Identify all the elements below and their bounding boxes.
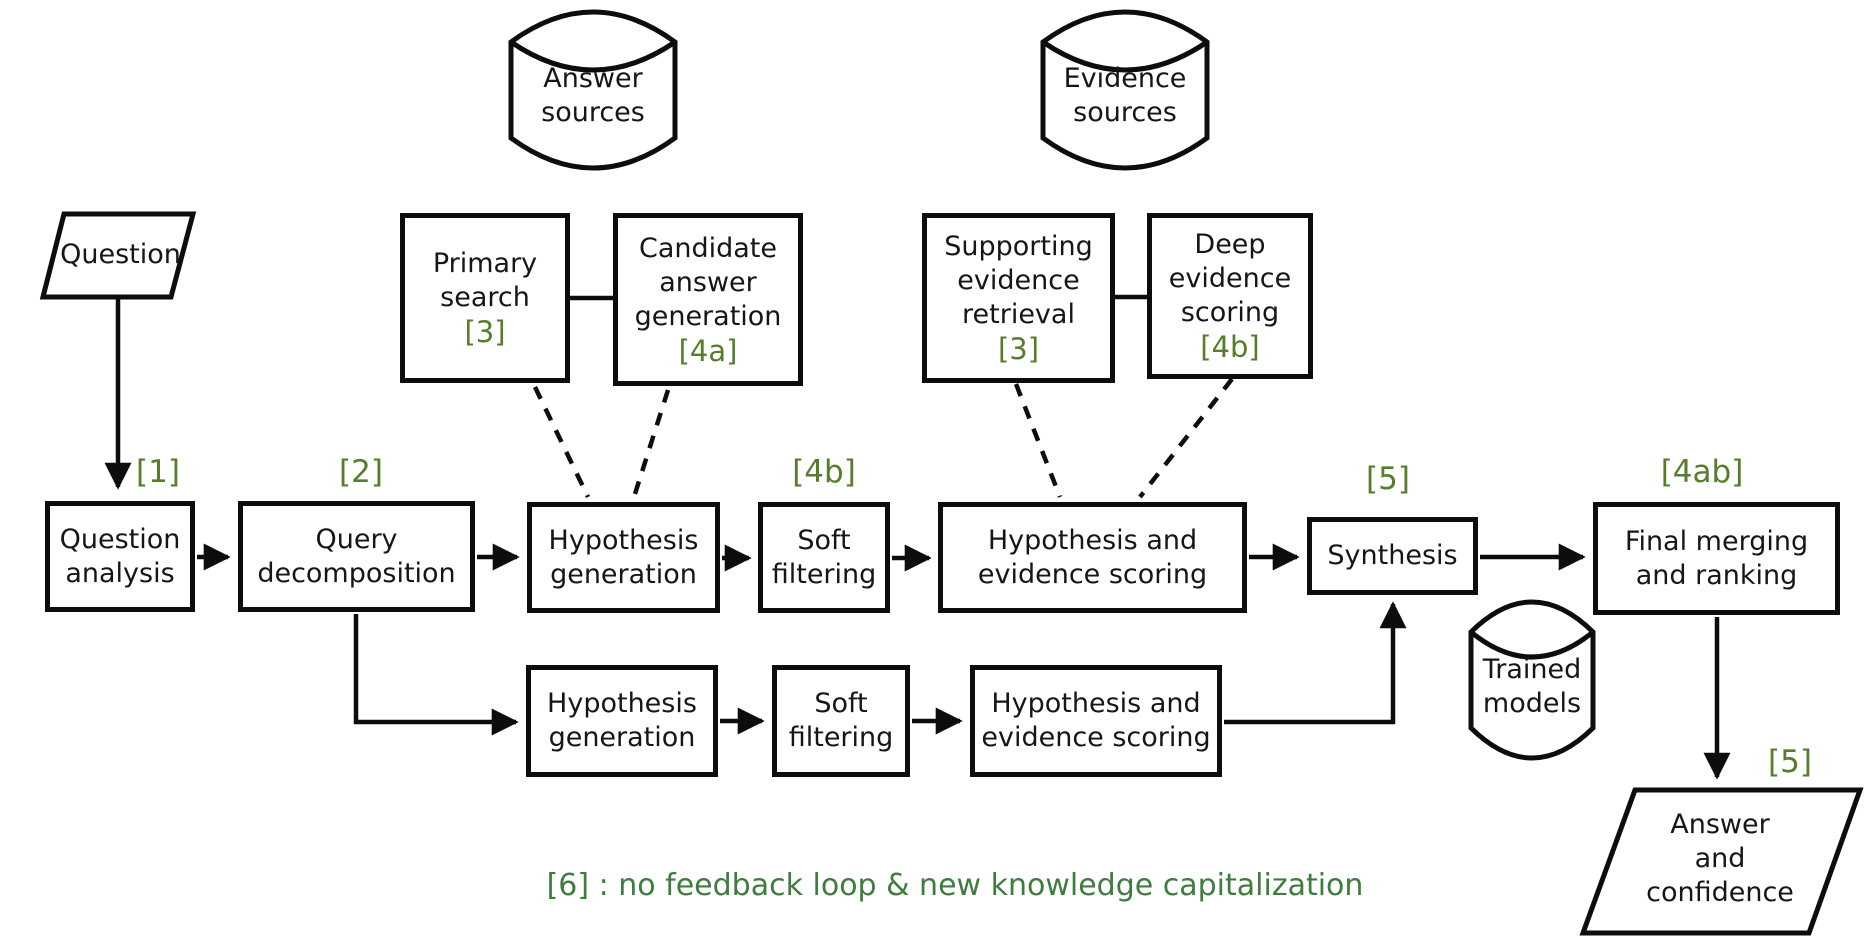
arrow-scoring-2-to-synthesis	[1224, 601, 1407, 725]
hypothesis-generation-box: Hypothesis generation	[527, 502, 720, 613]
primary-search-tag: [3]	[464, 315, 506, 349]
primary-search-box: Primary search [3]	[400, 213, 570, 383]
answer-sources-cylinder	[508, 9, 678, 171]
tag-synthesis: [5]	[1366, 461, 1410, 497]
evidence-sources-cylinder	[1040, 9, 1210, 171]
hypothesis-generation-label: Hypothesis generation	[548, 524, 699, 590]
deep-evidence-scoring-label: Deep evidence scoring	[1168, 229, 1292, 328]
hypothesis-evidence-scoring-label: Hypothesis and evidence scoring	[977, 524, 1208, 590]
dashed-primary-search-to-hypothesis-generation	[532, 386, 591, 498]
tag-final-merging: [4ab]	[1660, 454, 1744, 490]
soft-filtering-label: Soft filtering	[771, 524, 877, 590]
candidate-answer-generation-tag: [4a]	[678, 333, 738, 368]
tag-question-analysis: [1]	[136, 454, 180, 490]
soft-filtering-2-box: Soft filtering	[772, 665, 910, 777]
final-merging-label: Final merging and ranking	[1624, 525, 1809, 591]
question-label: Question	[60, 239, 181, 270]
hypothesis-generation-2-box: Hypothesis generation	[526, 665, 718, 777]
supporting-evidence-retrieval-label: Supporting evidence retrieval	[944, 231, 1093, 330]
query-decomposition-box: Query decomposition	[238, 501, 475, 612]
hypothesis-evidence-scoring-2-box: Hypothesis and evidence scoring	[970, 665, 1222, 777]
candidate-answer-generation-box: Candidate answer generation [4a]	[613, 213, 803, 386]
hypothesis-evidence-scoring-2-label: Hypothesis and evidence scoring	[981, 688, 1211, 753]
primary-search-label: Primary search	[432, 248, 538, 313]
synthesis-label: Synthesis	[1327, 540, 1458, 571]
hypothesis-evidence-scoring-box: Hypothesis and evidence scoring	[938, 502, 1247, 613]
deep-evidence-scoring-tag: [4b]	[1200, 330, 1260, 364]
question-parallelogram	[39, 211, 197, 300]
tag-soft-filtering: [4b]	[792, 454, 856, 490]
answer-confidence-parallelogram	[1579, 787, 1864, 936]
candidate-answer-generation-label: Candidate answer generation	[634, 232, 782, 332]
supporting-evidence-retrieval-tag: [3]	[997, 332, 1040, 366]
dashed-candidate-generation-to-hypothesis-generation	[631, 389, 671, 498]
trained-models-cylinder	[1468, 599, 1596, 761]
evidence-sources-label: Evidence sources	[1063, 63, 1187, 128]
final-merging-box: Final merging and ranking	[1593, 502, 1840, 615]
trained-models-label: Trained models	[1482, 654, 1582, 719]
supporting-evidence-retrieval-box: Supporting evidence retrieval [3]	[922, 213, 1115, 383]
tag-answer-confidence: [5]	[1768, 744, 1812, 780]
dashed-supporting-retrieval-to-scoring	[1013, 383, 1063, 498]
question-analysis-box: Question analysis	[45, 501, 195, 612]
feedback-note: [6] : no feedback loop & new knowledge c…	[546, 868, 1364, 903]
answer-sources-label: Answer sources	[541, 63, 645, 128]
tag-query-decomposition: [2]	[339, 454, 383, 490]
query-decomposition-label: Query decomposition	[257, 523, 456, 589]
deep-evidence-scoring-box: Deep evidence scoring [4b]	[1147, 213, 1313, 379]
soft-filtering-2-label: Soft filtering	[788, 688, 894, 753]
question-analysis-label: Question analysis	[59, 523, 181, 589]
soft-filtering-box: Soft filtering	[758, 502, 890, 613]
hypothesis-generation-2-label: Hypothesis generation	[547, 688, 697, 753]
answer-confidence-label: Answer and confidence	[1646, 809, 1794, 908]
synthesis-box: Synthesis	[1307, 517, 1478, 595]
arrow-query-decomposition-to-hypothesis-generation-2	[353, 614, 519, 736]
dashed-deep-scoring-to-scoring	[1138, 377, 1234, 499]
